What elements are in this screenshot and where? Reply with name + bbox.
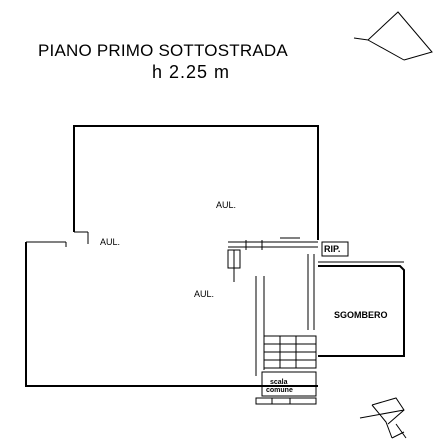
label-comune: comune	[266, 387, 293, 394]
upper-room-outline	[73, 125, 319, 240]
north-arrow-icon	[359, 397, 407, 439]
label-sgombero: SGOMBERO	[334, 310, 388, 320]
plan-title: PIANO PRIMO SOTTOSTRADA	[38, 41, 288, 60]
road-edge	[367, 39, 405, 61]
bottom-step	[255, 397, 317, 405]
pillar-left	[227, 249, 241, 269]
road-outline	[353, 11, 433, 61]
stair-steps	[263, 335, 317, 369]
scala-comune-box	[261, 371, 317, 397]
label-aul-left: AUL.	[100, 237, 120, 247]
sgombero-outline	[318, 265, 405, 357]
label-aul-top: AUL.	[216, 200, 236, 210]
ceiling-height: h 2.25 m	[152, 62, 230, 82]
label-scala: scala	[270, 379, 288, 386]
label-ripostiglio: RIP.	[324, 244, 340, 254]
main-room-outline	[25, 242, 318, 387]
ripostiglio-box	[321, 241, 349, 257]
label-aul-center: AUL.	[194, 289, 214, 299]
